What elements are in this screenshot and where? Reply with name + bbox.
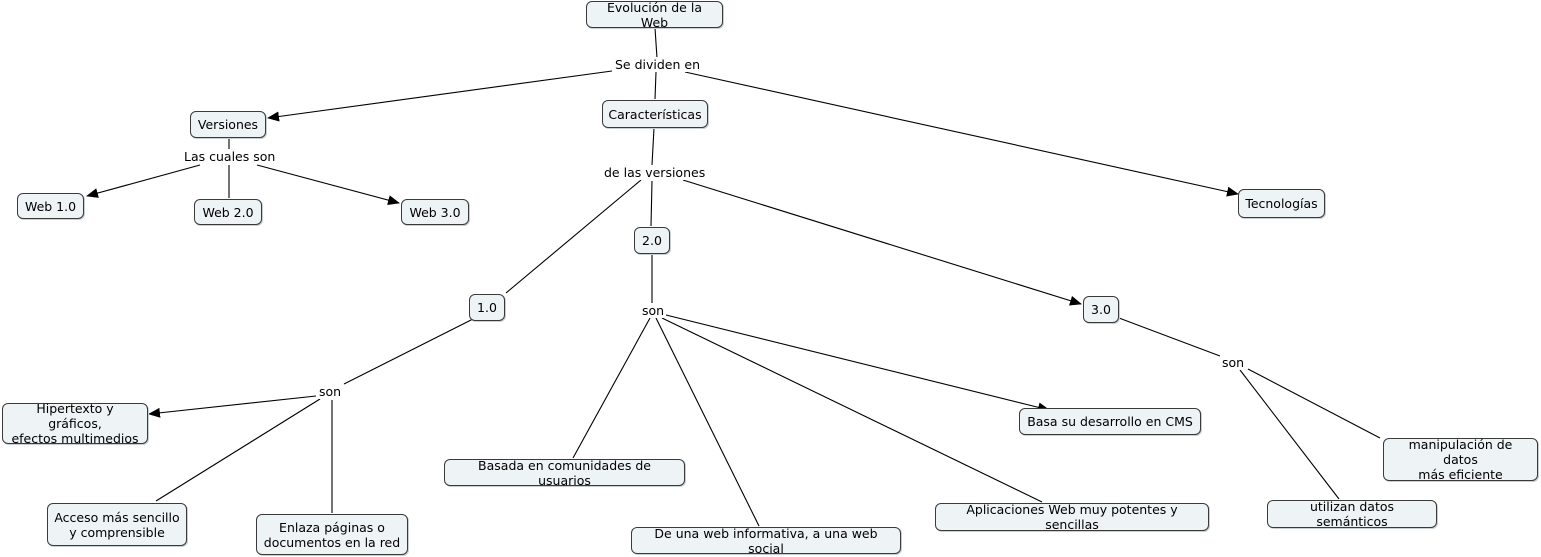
concept-label: Basada en comunidades de usuarios [478, 457, 651, 488]
concept-label: 3.0 [1091, 302, 1111, 317]
linking-phrase-son-3-0: son [1220, 355, 1247, 370]
concept-versiones[interactable]: Versiones [190, 111, 266, 138]
concept-2-0[interactable]: 2.0 [634, 227, 670, 254]
concept-label: 1.0 [477, 300, 497, 315]
concept-evolucion-de-la-web[interactable]: Evolución de la Web [586, 0, 723, 30]
concept-label: De una web informativa, a una web social [654, 525, 878, 556]
concept-label: Tecnologías [1245, 196, 1318, 211]
concept-semanticos[interactable]: utilizan datos semánticos [1267, 499, 1437, 529]
concept-label-line: y comprensible [69, 524, 165, 540]
concept-label-line: Acceso más sencillo [54, 509, 180, 525]
concept-label-line: efectos multimedios [11, 431, 139, 446]
linking-phrase-de-las-versiones: de las versiones [602, 165, 708, 180]
concept-web-3-0[interactable]: Web 3.0 [401, 199, 469, 225]
concept-3-0[interactable]: 3.0 [1083, 296, 1119, 323]
concept-label: utilizan datos semánticos [1309, 499, 1394, 529]
concept-tecnologias[interactable]: Tecnologías [1238, 189, 1325, 218]
concept-label: Características [608, 106, 702, 122]
concept-label-line: documentos en la red [263, 534, 401, 550]
concept-label: Web 1.0 [24, 198, 77, 214]
concept-label-line: Enlaza páginas o [279, 519, 385, 535]
concept-manipulacion[interactable]: manipulación de datos más eficiente [1383, 437, 1538, 482]
concept-label: manipulación de datos más eficiente [1384, 437, 1537, 482]
concept-label: Aplicaciones Web muy potentes y sencilla… [966, 502, 1178, 532]
concept-enlaza[interactable]: Enlaza páginas o documentos en la red [256, 514, 408, 555]
concept-label: Evolución de la Web [607, 0, 702, 30]
concept-aplicaciones[interactable]: Aplicaciones Web muy potentes y sencilla… [935, 502, 1209, 532]
concept-web-2-0[interactable]: Web 2.0 [194, 199, 262, 225]
concept-label: Basa su desarrollo en CMS [1027, 414, 1193, 429]
concept-cms[interactable]: Basa su desarrollo en CMS [1019, 408, 1201, 435]
concept-basada[interactable]: Basada en comunidades de usuarios [444, 457, 685, 488]
concept-caracteristicas[interactable]: Características [602, 100, 708, 128]
linking-phrase-son-1-0: son [317, 384, 344, 399]
concept-label: 2.0 [642, 233, 662, 248]
concept-informativa[interactable]: De una web informativa, a una web social [631, 525, 901, 556]
linking-phrase-son-2-0: son [640, 303, 667, 318]
concept-label: Web 2.0 [202, 204, 254, 220]
concept-web-1-0[interactable]: Web 1.0 [17, 193, 84, 219]
concept-label-line: más eficiente [1418, 467, 1503, 482]
concept-label: Enlaza páginas o documentos en la red [258, 520, 406, 550]
concept-label: Versiones [197, 117, 259, 132]
concept-1-0[interactable]: 1.0 [469, 294, 505, 321]
concept-label: Acceso más sencillo y comprensible [48, 510, 185, 540]
concept-hipertexto[interactable]: Hipertexto y gráficos, efectos multimedi… [2, 401, 148, 446]
concept-label: Hipertexto y gráficos, efectos multimedi… [3, 401, 147, 446]
concept-acceso[interactable]: Acceso más sencillo y comprensible [47, 503, 187, 546]
concept-label: Web 3.0 [409, 204, 461, 220]
linking-phrase-las-cuales-son: Las cuales son [182, 149, 278, 164]
concept-label-line: Hipertexto y gráficos, [36, 401, 114, 431]
linking-phrase-se-dividen-en: Se dividen en [613, 57, 703, 72]
concept-label-line: manipulación de datos [1408, 437, 1513, 467]
